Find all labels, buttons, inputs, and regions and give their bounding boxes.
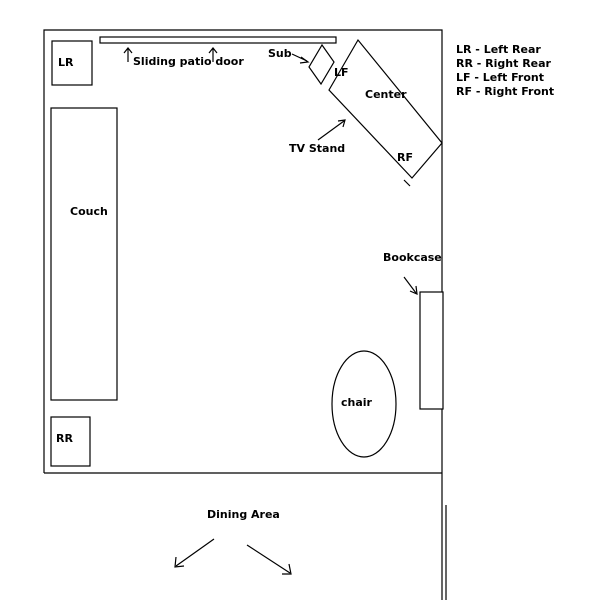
sliding-patio-door: [99, 36, 337, 44]
bookcase-pointer: [403, 276, 417, 294]
left-rear-speaker: [51, 40, 93, 86]
center-label: Center: [365, 88, 407, 101]
patio-door-arrow-right-head: [208, 47, 218, 54]
legend-item-rf: RF - Right Front: [456, 85, 555, 98]
legend-item-lr: LR - Left Rear: [456, 43, 541, 56]
speaker-legend: LR - Left Rear RR - Right Rear LF - Left…: [456, 43, 554, 99]
subwoofer: [308, 43, 335, 86]
sub-label: Sub: [268, 47, 292, 60]
legend-item-lf: LF - Left Front: [456, 71, 544, 84]
patio-door-arrow-left-head: [123, 47, 133, 54]
chair-label: chair: [341, 396, 373, 409]
dining-arrow-left: [175, 538, 215, 567]
tv-stand-pointer-head: [337, 119, 346, 128]
legend-item-rr: RR - Right Rear: [456, 57, 551, 70]
patio-door-label: Sliding patio door: [133, 55, 244, 68]
tv-stand-label: TV Stand: [289, 142, 345, 155]
couch: [50, 107, 118, 401]
dining-arrow-left-head: [174, 556, 185, 568]
bookcase-label: Bookcase: [383, 251, 442, 264]
tv-stand: [328, 38, 443, 179]
sub-pointer-head: [299, 56, 310, 64]
tv-stand-corner-tick: [403, 179, 411, 187]
lf-label: LF: [334, 66, 349, 79]
dining-arrow-right: [246, 544, 291, 574]
dining-area-label: Dining Area: [207, 508, 280, 521]
bookcase-pointer-head: [409, 285, 418, 295]
right-rear-speaker: [50, 416, 91, 467]
bookcase: [419, 291, 444, 410]
right-rear-speaker-label: RR: [56, 432, 73, 445]
left-rear-speaker-label: LR: [58, 56, 74, 69]
tv-stand-pointer: [317, 120, 345, 141]
chair: [331, 350, 397, 458]
rf-label: RF: [397, 151, 413, 164]
couch-label: Couch: [70, 205, 108, 218]
dining-arrow-right-head: [282, 563, 292, 575]
